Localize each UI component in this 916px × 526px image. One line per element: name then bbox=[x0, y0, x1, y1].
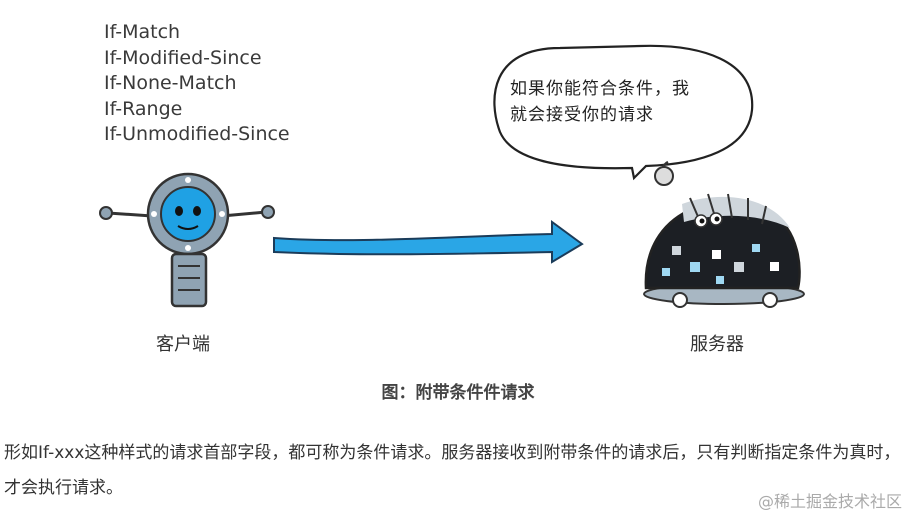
speech-bubble-text: 如果你能符合条件，我 就会接受你的请求 bbox=[510, 76, 736, 128]
bubble-line-1: 如果你能符合条件，我 bbox=[510, 76, 736, 102]
client-robot-icon bbox=[100, 174, 274, 306]
header-if-none-match: If-None-Match bbox=[104, 71, 290, 97]
bubble-line-2: 就会接受你的请求 bbox=[510, 102, 736, 128]
figure-caption: 图：附带条件件请求 bbox=[0, 378, 916, 403]
header-if-unmodified-since: If-Unmodified-Since bbox=[104, 122, 290, 148]
conditional-request-figure: If-Match If-Modified-Since If-None-Match… bbox=[0, 0, 916, 370]
header-if-modified-since: If-Modified-Since bbox=[104, 46, 290, 72]
server-label: 服务器 bbox=[690, 330, 744, 356]
server-robot-icon bbox=[644, 162, 804, 307]
header-if-match: If-Match bbox=[104, 20, 290, 46]
conditional-headers-list: If-Match If-Modified-Since If-None-Match… bbox=[104, 20, 290, 148]
watermark: @稀土掘金技术社区 bbox=[758, 488, 902, 512]
header-if-range: If-Range bbox=[104, 97, 290, 123]
arrow-icon bbox=[274, 222, 582, 262]
client-label: 客户端 bbox=[156, 330, 210, 356]
